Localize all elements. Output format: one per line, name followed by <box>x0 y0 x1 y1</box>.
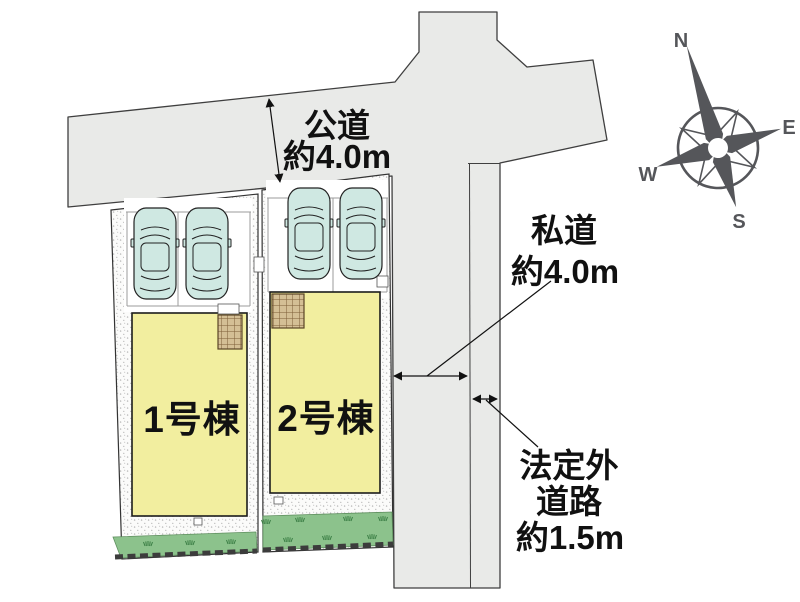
building-2-deck <box>271 293 305 329</box>
compass-north-label: N <box>674 30 688 52</box>
car-icon <box>336 187 386 280</box>
lot-2-porch-box <box>253 256 265 273</box>
private-road-label: 私道 <box>531 212 597 249</box>
building-2-label: 2号棟 <box>277 398 375 439</box>
building-1-label: 1号棟 <box>143 399 241 440</box>
compass-rose: N E S W <box>639 30 796 233</box>
labels: 公道 約4.0m 私道 約4.0m 法定外 道路 約1.5m 1号棟 2号棟 <box>143 107 624 556</box>
car-icon <box>130 207 180 300</box>
public-road-width-arrow <box>265 98 284 183</box>
lot-2-grass-strip <box>262 511 394 551</box>
compass-hub <box>708 138 728 158</box>
public-road-width: 約4.0m <box>283 138 391 175</box>
road-divider-nonlegal <box>469 163 471 588</box>
private-road-width: 約4.0m <box>511 253 619 290</box>
compass-west-label: W <box>639 164 658 186</box>
private-road-leader-line <box>426 280 552 377</box>
nonlegal-road-leader-line <box>485 399 539 448</box>
public-road-label: 公道 <box>304 107 370 144</box>
lot-1-wall-hatch <box>114 548 258 560</box>
road-network <box>67 11 608 589</box>
nonlegal-road-label-line2: 道路 <box>536 483 603 520</box>
building-1-porch <box>217 303 240 315</box>
compass-south-label: S <box>732 211 745 233</box>
lot-1-stall-lines <box>126 211 251 307</box>
building-1-deck <box>217 314 243 350</box>
nonlegal-road-label-line1: 法定外 <box>520 447 619 484</box>
compass-east-label: E <box>782 117 795 139</box>
road-surface <box>67 11 608 589</box>
nonlegal-road-width: 約1.5m <box>516 519 624 556</box>
compass-needles <box>656 45 782 208</box>
lot-1 <box>110 193 259 560</box>
car-icon <box>284 187 334 280</box>
lot-2-wall-hatch <box>262 541 394 553</box>
dimension-annotations <box>265 98 552 448</box>
lot-2-side-box <box>376 275 389 288</box>
lot-2-meter-box <box>273 496 284 505</box>
car-icon <box>182 207 232 300</box>
lot-1-meter-box <box>193 517 203 526</box>
